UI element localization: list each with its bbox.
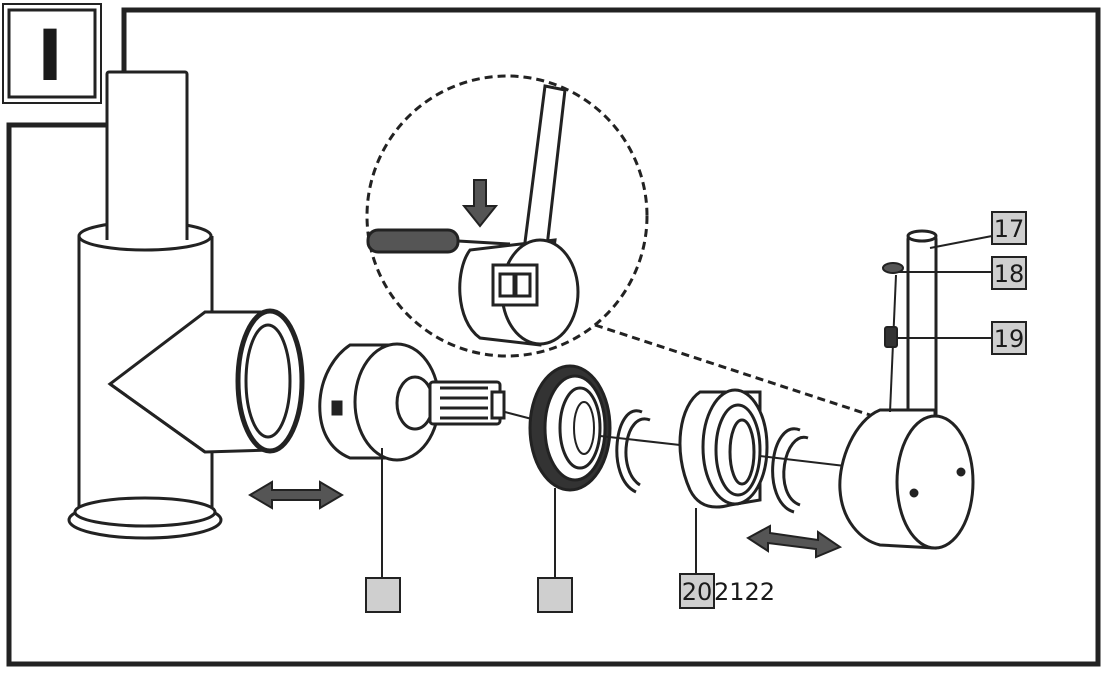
handle-lever xyxy=(838,229,975,550)
cover-ring xyxy=(678,388,769,509)
svg-text:17: 17 xyxy=(994,215,1025,243)
svg-text:19: 19 xyxy=(994,325,1025,353)
leader-lines xyxy=(381,235,993,578)
callout-part-20: 20 xyxy=(679,573,715,609)
slide-arrow-right-icon xyxy=(746,524,843,559)
callout-box-cartridge xyxy=(365,577,401,613)
press-down-arrow-icon xyxy=(461,179,499,228)
svg-text:2122: 2122 xyxy=(714,578,775,606)
clip-ring-2 xyxy=(759,427,846,514)
callout-part-18: 18 xyxy=(991,256,1027,290)
svg-text:18: 18 xyxy=(994,260,1025,288)
step-box-outline xyxy=(2,3,102,104)
callout-part-19: 19 xyxy=(991,321,1027,355)
clip-ring-1 xyxy=(599,409,681,494)
lock-nut xyxy=(528,364,612,492)
slide-arrow-left-icon xyxy=(248,480,344,510)
callout-part-21-22: 2122 xyxy=(714,578,775,606)
detail-magnified-view xyxy=(365,74,871,417)
cartridge xyxy=(318,342,556,462)
faucet-body xyxy=(67,70,305,540)
set-screw xyxy=(882,262,904,413)
callout-box-locknut xyxy=(537,577,573,613)
svg-text:20: 20 xyxy=(682,578,713,606)
callout-part-17: 17 xyxy=(991,211,1027,245)
step-box xyxy=(7,8,97,99)
step-label: I xyxy=(37,15,63,97)
